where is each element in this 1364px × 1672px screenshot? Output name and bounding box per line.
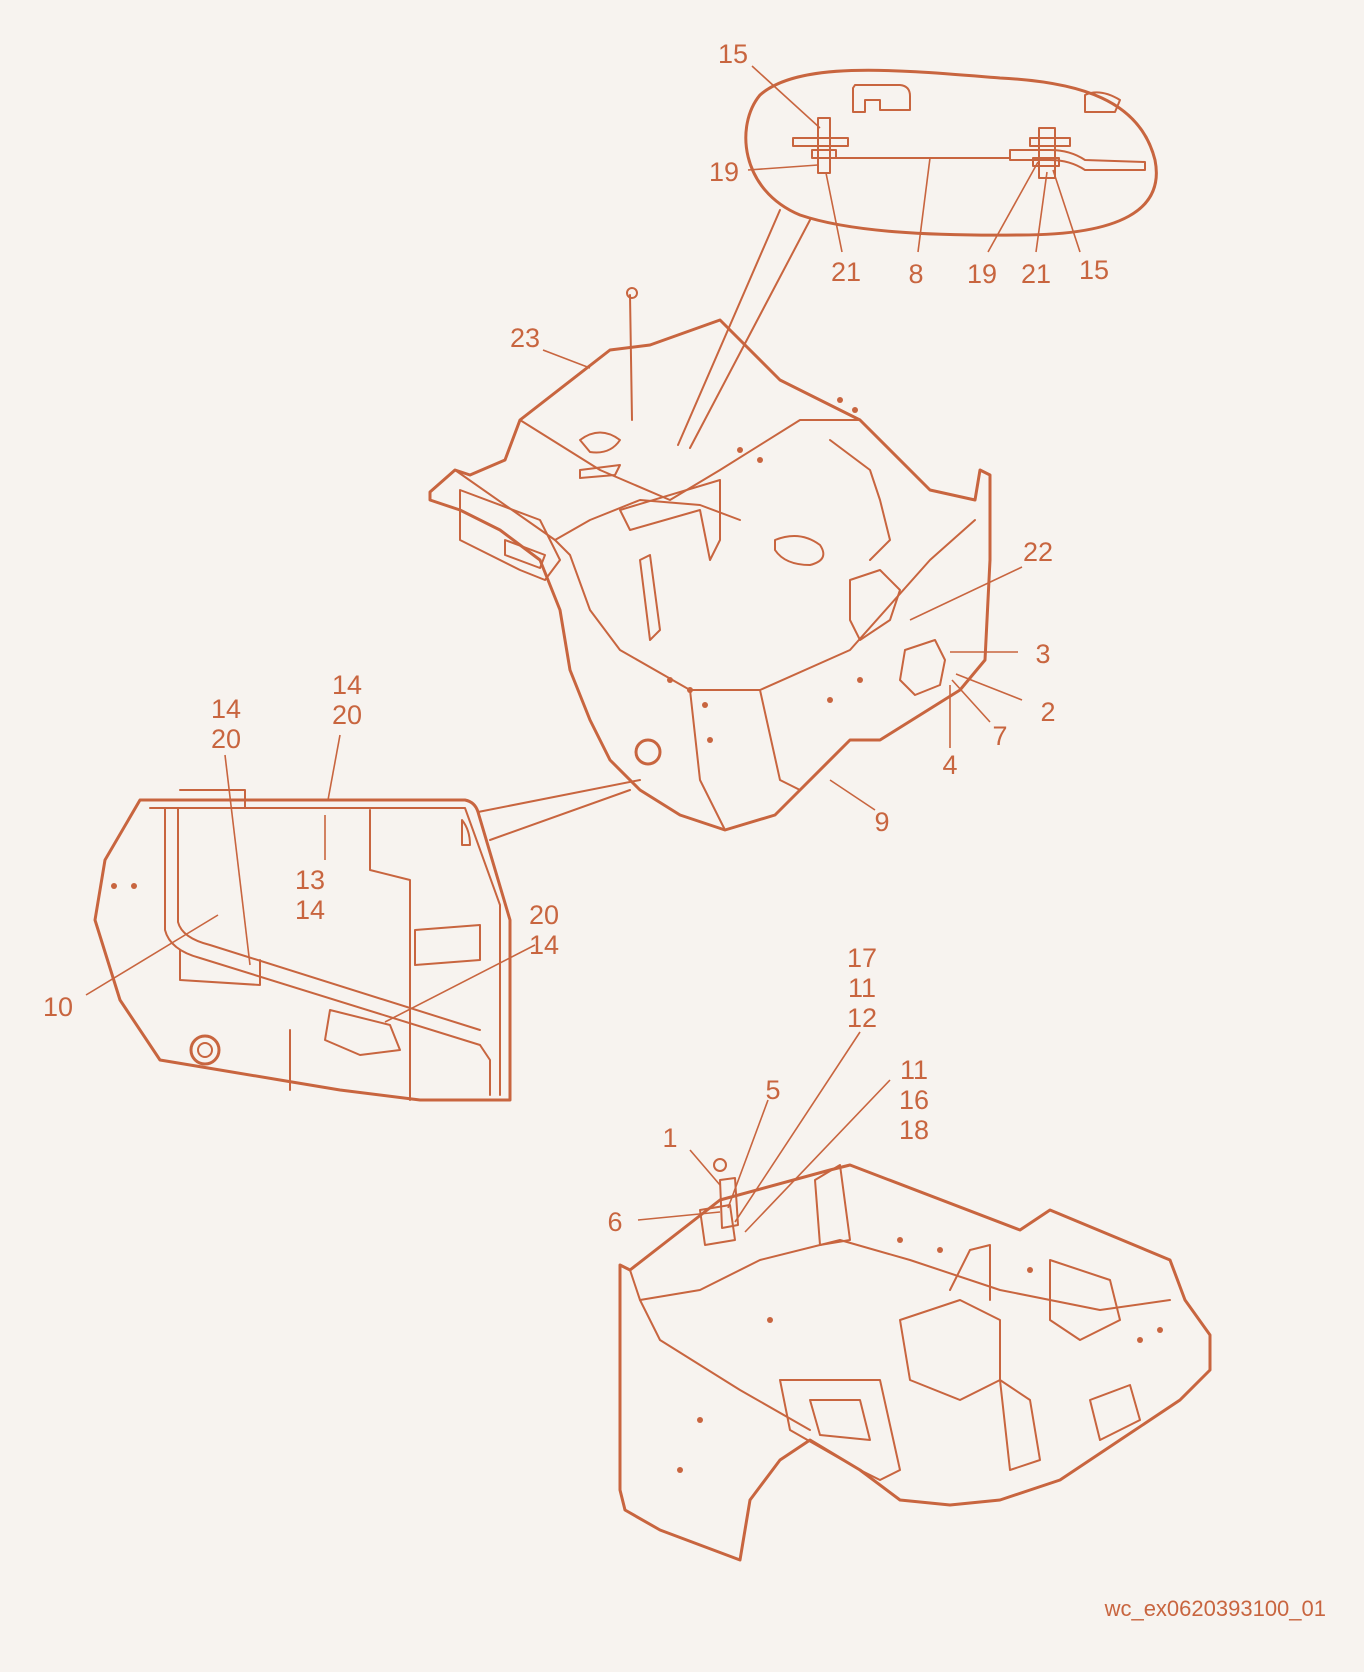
callout-17-11-12: 17 11 12 (846, 943, 878, 1033)
detail-inset (677, 65, 1158, 449)
callout-15: 15 (717, 39, 749, 69)
callout-22: 22 (1022, 537, 1054, 567)
callout-8: 8 (908, 259, 924, 289)
callout-6: 6 (607, 1207, 623, 1237)
callout-19: 19 (966, 259, 998, 289)
callout-9: 9 (874, 807, 890, 837)
callout-3: 3 (1035, 639, 1051, 669)
callout-7: 7 (992, 721, 1008, 751)
callout-11-16-18: 11 16 18 (898, 1055, 930, 1145)
upper-frame (428, 287, 1023, 832)
callout-15: 15 (1078, 255, 1110, 285)
callout-21: 21 (1020, 259, 1052, 289)
lower-frame (618, 1031, 1212, 1562)
callout-20-14: 20 14 (528, 900, 560, 960)
callout-10: 10 (42, 992, 74, 1022)
side-panel (85, 734, 641, 1102)
callout-1: 1 (662, 1123, 678, 1153)
callout-13-14: 13 14 (294, 865, 326, 925)
callout-2: 2 (1040, 697, 1056, 727)
callout-19: 19 (708, 157, 740, 187)
drawing-code: wc_ex0620393100_01 (1104, 1596, 1326, 1621)
callout-21: 21 (830, 257, 862, 287)
callout-14-20: 14 20 (210, 694, 242, 754)
callout-5: 5 (765, 1075, 781, 1105)
callout-4: 4 (942, 750, 958, 780)
callout-23: 23 (509, 323, 541, 353)
callout-14-20: 14 20 (331, 670, 363, 730)
